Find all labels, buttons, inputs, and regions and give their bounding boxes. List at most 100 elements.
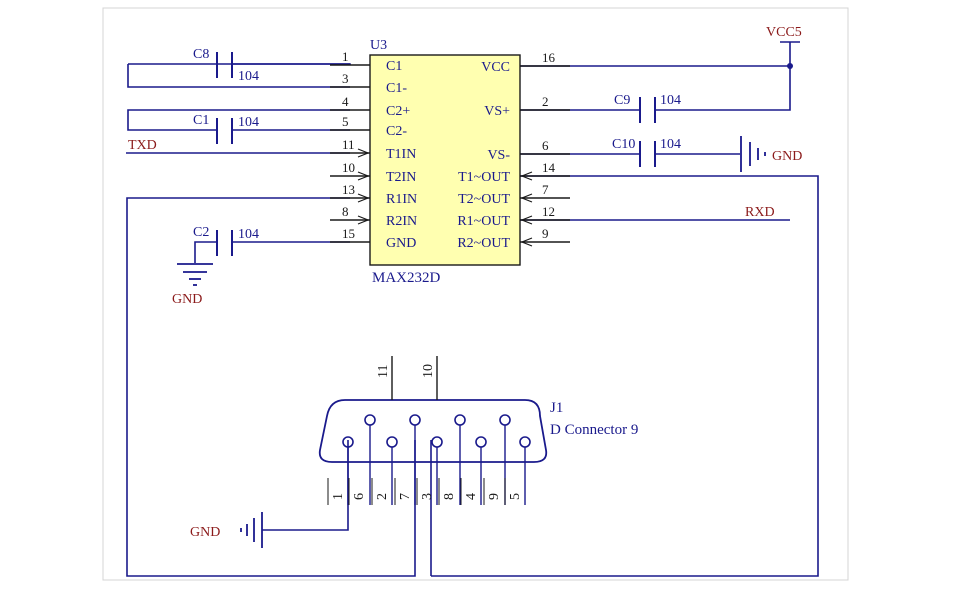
c8-ref: C8 (193, 47, 209, 62)
left-pin-name: GND (386, 236, 416, 251)
connector-socket (409, 414, 421, 426)
connector-pin-number: 5 (508, 493, 523, 500)
left-pin-name: C2+ (386, 104, 410, 119)
conn-top-pin-10: 10 (421, 364, 436, 378)
left-pin-number: 11 (342, 137, 355, 152)
right-pin-name: T2~OUT (458, 192, 510, 207)
right-pin-number: 14 (542, 160, 556, 175)
left-pin-name: R2IN (386, 214, 417, 229)
c2-value: 104 (238, 227, 259, 242)
right-pin-name: R1~OUT (457, 214, 510, 229)
gnd-symbol-c2 (177, 263, 213, 286)
capacitor-c9: C9 104 (614, 93, 681, 123)
wire-conn-gnd (262, 440, 349, 531)
right-pin-number: 6 (542, 138, 549, 153)
c9-value: 104 (660, 93, 681, 108)
connector-socket (454, 414, 466, 426)
left-pin-number: 4 (342, 94, 349, 109)
wire-vcc (520, 50, 791, 67)
connector-socket (364, 414, 376, 426)
connector-pin-number: 4 (464, 493, 479, 500)
connector-designator: J1 (550, 400, 563, 416)
vcc-label: VCC5 (766, 25, 802, 40)
conn-top-pin-11: 11 (376, 365, 391, 378)
junction-vcc (787, 63, 793, 69)
connector-pin-number: 3 (420, 493, 435, 500)
capacitor-c10: C10 104 (612, 137, 681, 167)
left-pin-name: R1IN (386, 192, 417, 207)
connector-shell (318, 399, 548, 463)
left-pin-number: 1 (342, 49, 349, 64)
input-pin-arrow (357, 193, 370, 203)
right-pin-number: 12 (542, 204, 555, 219)
left-pin-number: 3 (342, 71, 349, 86)
gnd-symbol-right (740, 136, 766, 172)
left-pin-name: C2- (386, 124, 407, 139)
connector-pin-number: 8 (442, 493, 457, 500)
right-pin-name: R2~OUT (457, 236, 510, 251)
right-pin-number: 2 (542, 94, 549, 109)
wire-r1in-loop (126, 197, 416, 577)
right-pin-number: 7 (542, 182, 549, 197)
chip-u3: U3 MAX232D 1C13C1-4C2+5C2-11T1IN10T2IN13… (330, 38, 570, 286)
c1-ref: C1 (193, 113, 209, 128)
right-pin-name: VS+ (484, 104, 510, 119)
chip-body (369, 54, 521, 266)
left-pin-name: C1 (386, 59, 402, 74)
chip-designator: U3 (370, 38, 387, 53)
sheet-frame (102, 7, 849, 581)
wire-c2plus (127, 109, 350, 131)
input-pin-arrow (357, 171, 370, 181)
capacitor-c8: C8 104 (193, 47, 259, 84)
connector-socket (386, 436, 398, 448)
output-pin-arrow (520, 215, 533, 225)
net-label-rxd: RXD (745, 205, 775, 220)
connector-pin-number: 1 (331, 493, 346, 500)
chip-part: MAX232D (372, 270, 441, 286)
input-pin-arrow (357, 148, 370, 158)
gnd-symbol-connector (240, 512, 263, 548)
left-pin-name: T2IN (386, 170, 416, 185)
connector-pin-number: 2 (375, 493, 390, 500)
connector-pin-number: 7 (398, 493, 413, 500)
connector-part: D Connector 9 (550, 422, 638, 438)
right-pin-name: VCC (481, 60, 510, 75)
right-pins: 16VCC2VS+6VS-14T1~OUT7T2~OUT12R1~OUT9R2~… (457, 50, 570, 251)
c10-value: 104 (660, 137, 681, 152)
net-label-txd: TXD (128, 138, 157, 153)
output-pin-arrow (520, 237, 533, 247)
gnd-label-c2: GND (172, 292, 202, 307)
c1-value: 104 (238, 115, 259, 130)
left-pin-number: 10 (342, 160, 355, 175)
right-pin-number: 9 (542, 226, 549, 241)
right-pin-name: T1~OUT (458, 170, 510, 185)
wire-t1out-loop (431, 175, 819, 577)
vcc-power-port: VCC5 (766, 25, 802, 50)
c8-value: 104 (238, 69, 259, 84)
right-pin-name: VS- (487, 148, 510, 163)
wire-c1minus (127, 64, 350, 88)
wire-c2-gnd (194, 241, 217, 263)
connector-pin-number: 9 (487, 493, 502, 500)
connector-socket (519, 436, 531, 448)
c9-ref: C9 (614, 93, 630, 108)
connector-pin-number: 6 (352, 493, 367, 500)
output-pin-arrow (520, 193, 533, 203)
input-pin-arrow (357, 215, 370, 225)
c2-ref: C2 (193, 225, 209, 240)
gnd-label-right: GND (772, 149, 802, 164)
wire-vsplus-vcc (655, 66, 791, 111)
left-pin-number: 5 (342, 114, 349, 129)
connector-socket (499, 414, 511, 426)
gnd-label-connector: GND (190, 525, 220, 540)
left-pin-name: T1IN (386, 147, 416, 162)
left-pin-number: 8 (342, 204, 349, 219)
connector-socket (475, 436, 487, 448)
capacitor-c1: C1 104 (193, 113, 259, 144)
c10-ref: C10 (612, 137, 635, 152)
left-pin-number: 15 (342, 226, 355, 241)
output-pin-arrow (520, 171, 533, 181)
